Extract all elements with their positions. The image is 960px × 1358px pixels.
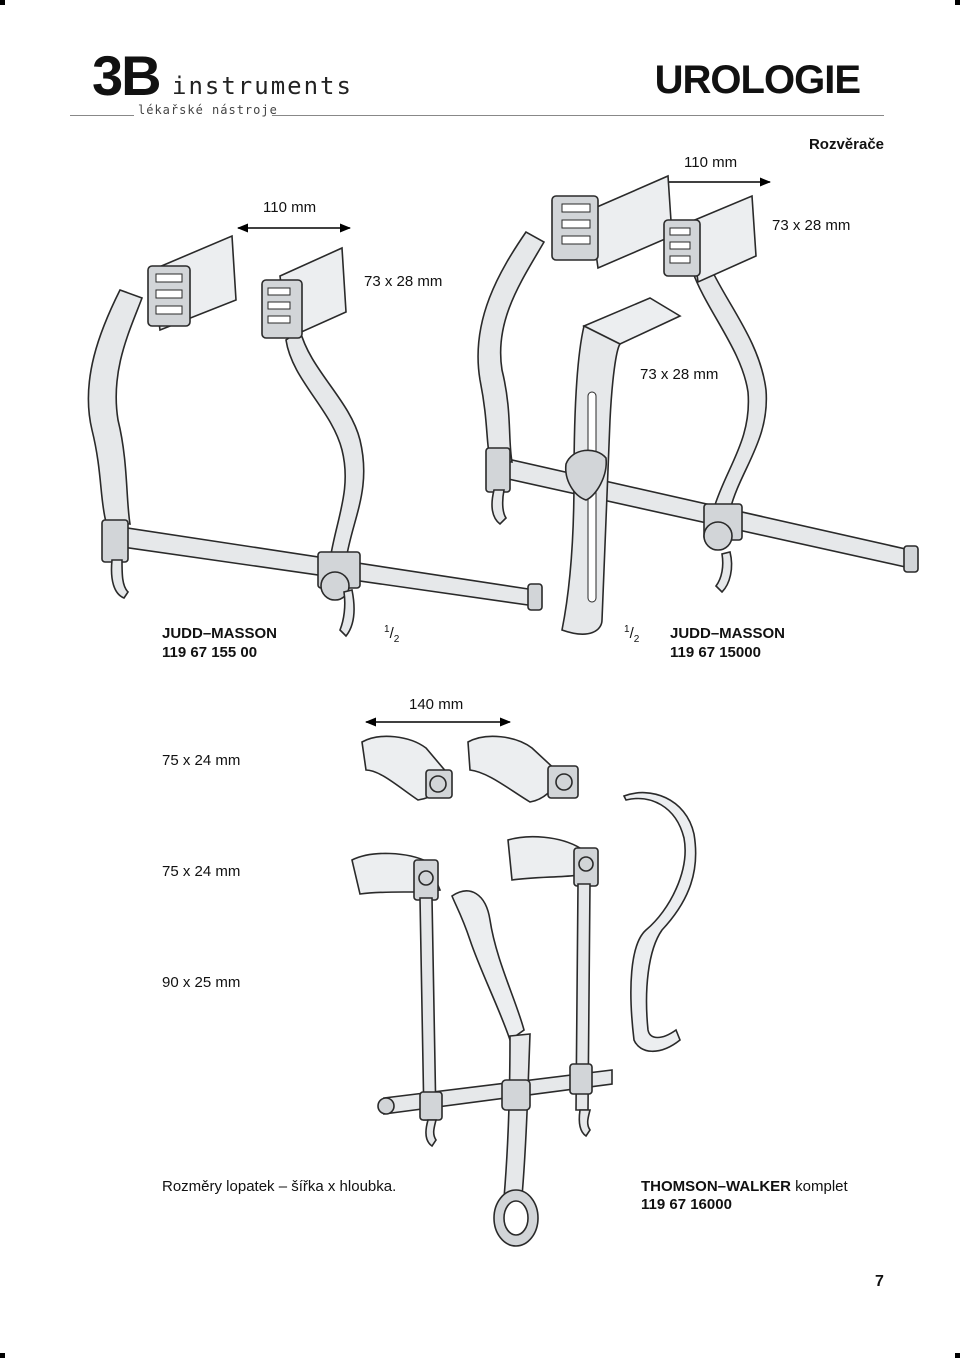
blade-size-label: 75 x 24 mm — [162, 752, 241, 769]
blade-size-label: 75 x 24 mm — [162, 863, 241, 880]
logo-subtitle: lékařské nástroje — [138, 103, 278, 117]
product-name: JUDD–MASSON — [670, 625, 786, 642]
scale-label: 1/2 — [624, 624, 640, 645]
corner-mark — [0, 1353, 5, 1358]
corner-mark — [0, 0, 5, 5]
scale-label: 1/2 — [384, 624, 400, 645]
product-name: THOMSON–WALKER komplet — [641, 1178, 848, 1195]
product-name: JUDD–MASSON — [162, 625, 278, 642]
dimension-note: Rozměry lopatek – šířka x hloubka. — [162, 1178, 397, 1195]
thomson-blade-1 — [361, 735, 453, 801]
blade-size-label: 90 x 25 mm — [162, 974, 241, 991]
dimension-label: 140 mm — [409, 696, 464, 713]
scale-denominator: 2 — [393, 634, 400, 645]
blade-size-label: 73 x 28 mm — [364, 273, 443, 290]
page-title: UROLOGIE — [654, 58, 861, 102]
logo-instruments: instruments — [172, 72, 353, 100]
dimension-label: 110 mm — [684, 154, 738, 171]
dimension-label: 110 mm — [263, 199, 317, 216]
page-number: 7 — [875, 1273, 884, 1290]
judd-masson-retractor-left — [87, 234, 543, 638]
scale-numerator: 1 — [384, 624, 390, 635]
product-name-bold: THOMSON–WALKER — [641, 1178, 791, 1195]
scale-numerator: 1 — [624, 624, 630, 635]
product-code: 119 67 155 00 — [162, 644, 258, 661]
blade-size-label: 73 x 28 mm — [772, 217, 851, 234]
thomson-blade-2 — [467, 735, 579, 803]
center-blade-size-label: 73 x 28 mm — [640, 366, 719, 383]
corner-mark — [955, 0, 960, 5]
section-title: Rozvěrače — [808, 136, 884, 153]
thomson-walker-assembled — [351, 835, 613, 1247]
header-rule-left — [70, 115, 134, 116]
scale-denominator: 2 — [633, 634, 640, 645]
product-code: 119 67 15000 — [670, 644, 761, 661]
product-name-suffix: komplet — [791, 1178, 848, 1195]
header-rule-right — [272, 115, 884, 116]
judd-masson-retractor-right — [477, 174, 919, 635]
thomson-blade-3 — [622, 791, 697, 1053]
corner-mark — [955, 1353, 960, 1358]
logo-3b: 3B — [92, 44, 162, 107]
product-code: 119 67 16000 — [641, 1196, 732, 1213]
